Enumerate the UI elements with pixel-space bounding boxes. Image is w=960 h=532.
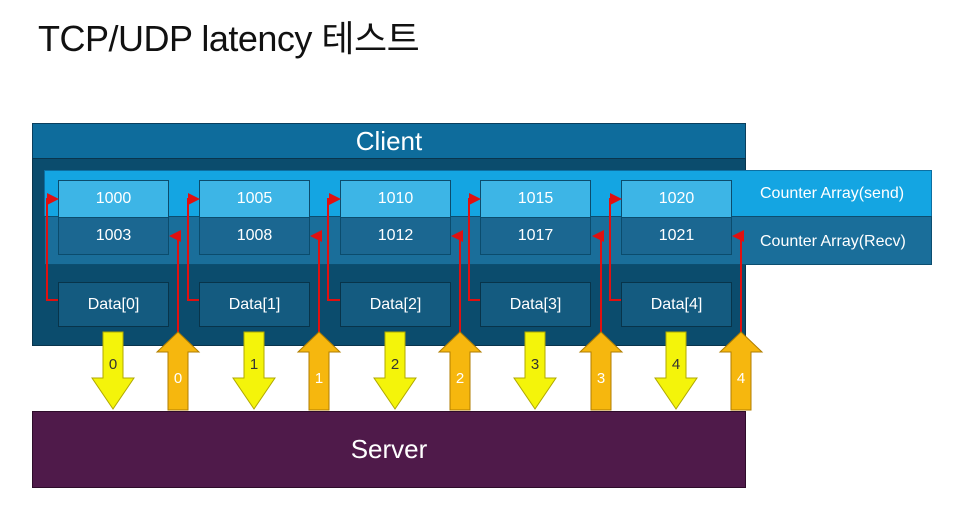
- send-link-lines: [46, 193, 622, 301]
- send-link-line: [46, 193, 59, 301]
- send-row-label: Counter Array(send): [760, 185, 905, 202]
- down-arrow: [91, 331, 135, 410]
- data-cell: Data[1]: [199, 282, 310, 327]
- send-link-line: [327, 193, 341, 301]
- up-arrow-label: 3: [597, 370, 605, 387]
- down-arrow: [232, 331, 276, 410]
- down-arrow: [654, 331, 698, 410]
- send-counter-cell: 1015: [480, 180, 591, 218]
- page-title: TCP/UDP latency 테스트: [38, 18, 420, 59]
- up-arrow: [578, 331, 624, 411]
- up-arrow: [296, 331, 342, 411]
- send-counter-cell: 1010: [340, 180, 451, 218]
- send-link-line: [609, 193, 622, 301]
- down-arrow-label: 3: [531, 356, 539, 373]
- up-arrow: [718, 331, 764, 411]
- up-arrow-label: 1: [315, 370, 323, 387]
- down-arrow: [513, 331, 557, 410]
- server-box: Server: [32, 411, 746, 488]
- recv-link-line: [592, 230, 604, 332]
- data-cell: Data[3]: [480, 282, 591, 327]
- down-arrow-label: 1: [250, 356, 258, 373]
- data-cell: Data[2]: [340, 282, 451, 327]
- recv-counter-cell: 1008: [199, 217, 310, 255]
- up-arrow-label: 0: [174, 370, 182, 387]
- down-arrow-label: 4: [672, 356, 680, 373]
- data-cell: Data[0]: [58, 282, 169, 327]
- down-arrow-label: 2: [391, 356, 399, 373]
- down-arrows: [91, 331, 698, 410]
- recv-link-line: [169, 230, 181, 332]
- send-link-line: [468, 193, 481, 301]
- client-header: Client: [32, 123, 746, 159]
- up-arrow-label: 2: [456, 370, 464, 387]
- recv-counter-cell: 1012: [340, 217, 451, 255]
- recv-link-line: [451, 230, 463, 332]
- recv-counter-cell: 1017: [480, 217, 591, 255]
- recv-row-label: Counter Array(Recv): [760, 233, 906, 250]
- send-link-line: [187, 193, 200, 301]
- down-arrow-label: 0: [109, 356, 117, 373]
- recv-counter-cell: 1003: [58, 217, 169, 255]
- up-arrow: [155, 331, 201, 411]
- recv-link-line: [310, 230, 322, 332]
- down-arrow: [373, 331, 417, 410]
- up-arrow: [437, 331, 483, 411]
- recv-link-line: [732, 230, 744, 332]
- recv-counter-cell: 1021: [621, 217, 732, 255]
- up-arrow-label: 4: [737, 370, 745, 387]
- send-counter-cell: 1020: [621, 180, 732, 218]
- recv-link-lines: [169, 230, 744, 332]
- data-cell: Data[4]: [621, 282, 732, 327]
- up-arrows: [155, 331, 764, 411]
